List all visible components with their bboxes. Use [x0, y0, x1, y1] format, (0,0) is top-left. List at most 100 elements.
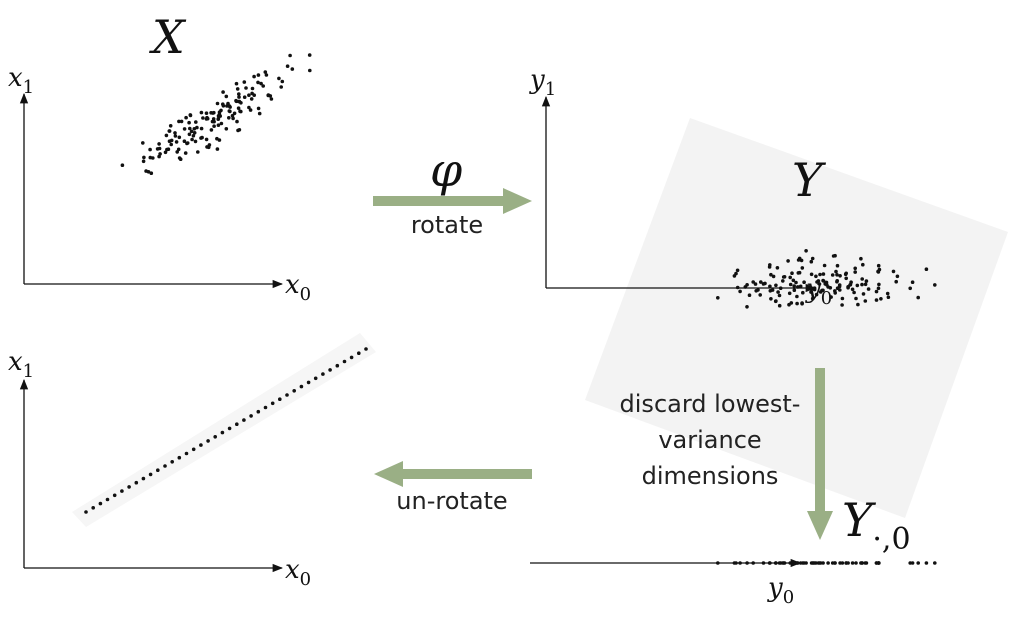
point-reconstructed	[299, 384, 304, 389]
point-x	[176, 147, 181, 152]
discard-label-line-2: variance	[658, 426, 761, 454]
point-x	[191, 134, 196, 138]
point-x	[227, 116, 231, 120]
point-y	[860, 282, 864, 287]
point-x	[227, 104, 232, 108]
point-y	[768, 284, 772, 289]
point-x	[216, 123, 221, 127]
point-x	[168, 124, 173, 128]
point-y	[859, 256, 863, 261]
point-y	[821, 272, 826, 276]
point-y	[792, 288, 797, 293]
point-reconstructed	[306, 380, 311, 385]
point-y	[908, 286, 912, 291]
point-y	[877, 282, 881, 287]
point-projected	[798, 561, 803, 565]
point-x	[263, 70, 268, 74]
point-y	[863, 299, 868, 303]
point-x	[207, 143, 212, 147]
point-x	[236, 106, 241, 110]
point-projected	[826, 561, 830, 565]
point-projected	[788, 561, 792, 565]
point-projected	[840, 561, 845, 565]
point-y	[763, 281, 767, 286]
point-y	[795, 294, 799, 299]
point-y	[856, 302, 860, 307]
point-x	[149, 171, 154, 175]
point-x	[148, 147, 152, 152]
point-x	[256, 106, 261, 111]
point-y	[796, 285, 800, 289]
point-x	[196, 150, 200, 154]
point-reconstructed	[342, 359, 347, 364]
point-projected	[802, 561, 806, 565]
point-reconstructed	[227, 426, 232, 431]
point-y	[786, 259, 790, 263]
point-x	[185, 141, 189, 146]
point-x	[269, 97, 274, 101]
point-x	[236, 128, 240, 133]
point-y	[781, 275, 786, 279]
point-y	[745, 305, 749, 309]
reconstructed-points	[84, 347, 368, 514]
point-y	[791, 278, 796, 283]
point-y	[822, 263, 827, 268]
point-x	[285, 64, 290, 68]
point-x	[163, 150, 168, 155]
point-y	[837, 284, 842, 289]
point-projected	[854, 561, 858, 565]
point-y	[802, 280, 806, 285]
point-y	[738, 289, 742, 294]
point-projected	[792, 561, 796, 565]
rotate-arrow: φ rotate	[373, 143, 532, 239]
point-y	[828, 286, 833, 290]
point-x	[182, 139, 187, 143]
point-x	[219, 121, 224, 126]
point-y	[809, 259, 814, 264]
point-y	[735, 268, 740, 273]
point-y	[818, 272, 822, 277]
point-y	[830, 273, 835, 277]
point-y	[768, 263, 772, 267]
point-reconstructed	[134, 480, 139, 485]
point-y	[854, 296, 858, 301]
point-y	[885, 291, 890, 296]
point-y	[910, 280, 915, 285]
point-x	[221, 90, 225, 94]
point-y	[747, 293, 752, 298]
point-projected	[751, 561, 755, 565]
point-x	[212, 124, 216, 128]
point-y	[809, 272, 814, 277]
point-y	[876, 286, 881, 291]
point-reconstructed	[163, 464, 167, 468]
point-x	[252, 74, 256, 79]
point-reconstructed	[321, 372, 325, 376]
point-x	[195, 125, 199, 130]
point-x	[244, 86, 248, 90]
point-x	[199, 126, 204, 131]
x1-axis-label: x1	[8, 63, 34, 98]
point-y	[768, 289, 773, 293]
point-reconstructed	[335, 363, 340, 368]
point-y	[795, 301, 799, 306]
point-x	[230, 113, 235, 118]
point-x	[209, 128, 214, 132]
point-x	[280, 79, 285, 84]
point-projected	[795, 561, 799, 565]
point-x	[211, 111, 215, 115]
point-y	[886, 295, 891, 300]
point-y	[843, 272, 848, 277]
point-reconstructed	[199, 443, 203, 447]
point-x	[183, 151, 188, 155]
point-y	[853, 266, 857, 271]
point-y	[812, 286, 817, 291]
point-y	[769, 272, 773, 277]
point-x	[164, 133, 169, 138]
point-x	[261, 84, 266, 88]
point-x	[232, 111, 237, 116]
point-reconstructed	[328, 368, 332, 372]
point-y	[821, 279, 826, 283]
point-reconstructed	[105, 497, 110, 502]
panel-x: X x1 x0	[8, 10, 312, 305]
point-reconstructed	[91, 506, 95, 510]
